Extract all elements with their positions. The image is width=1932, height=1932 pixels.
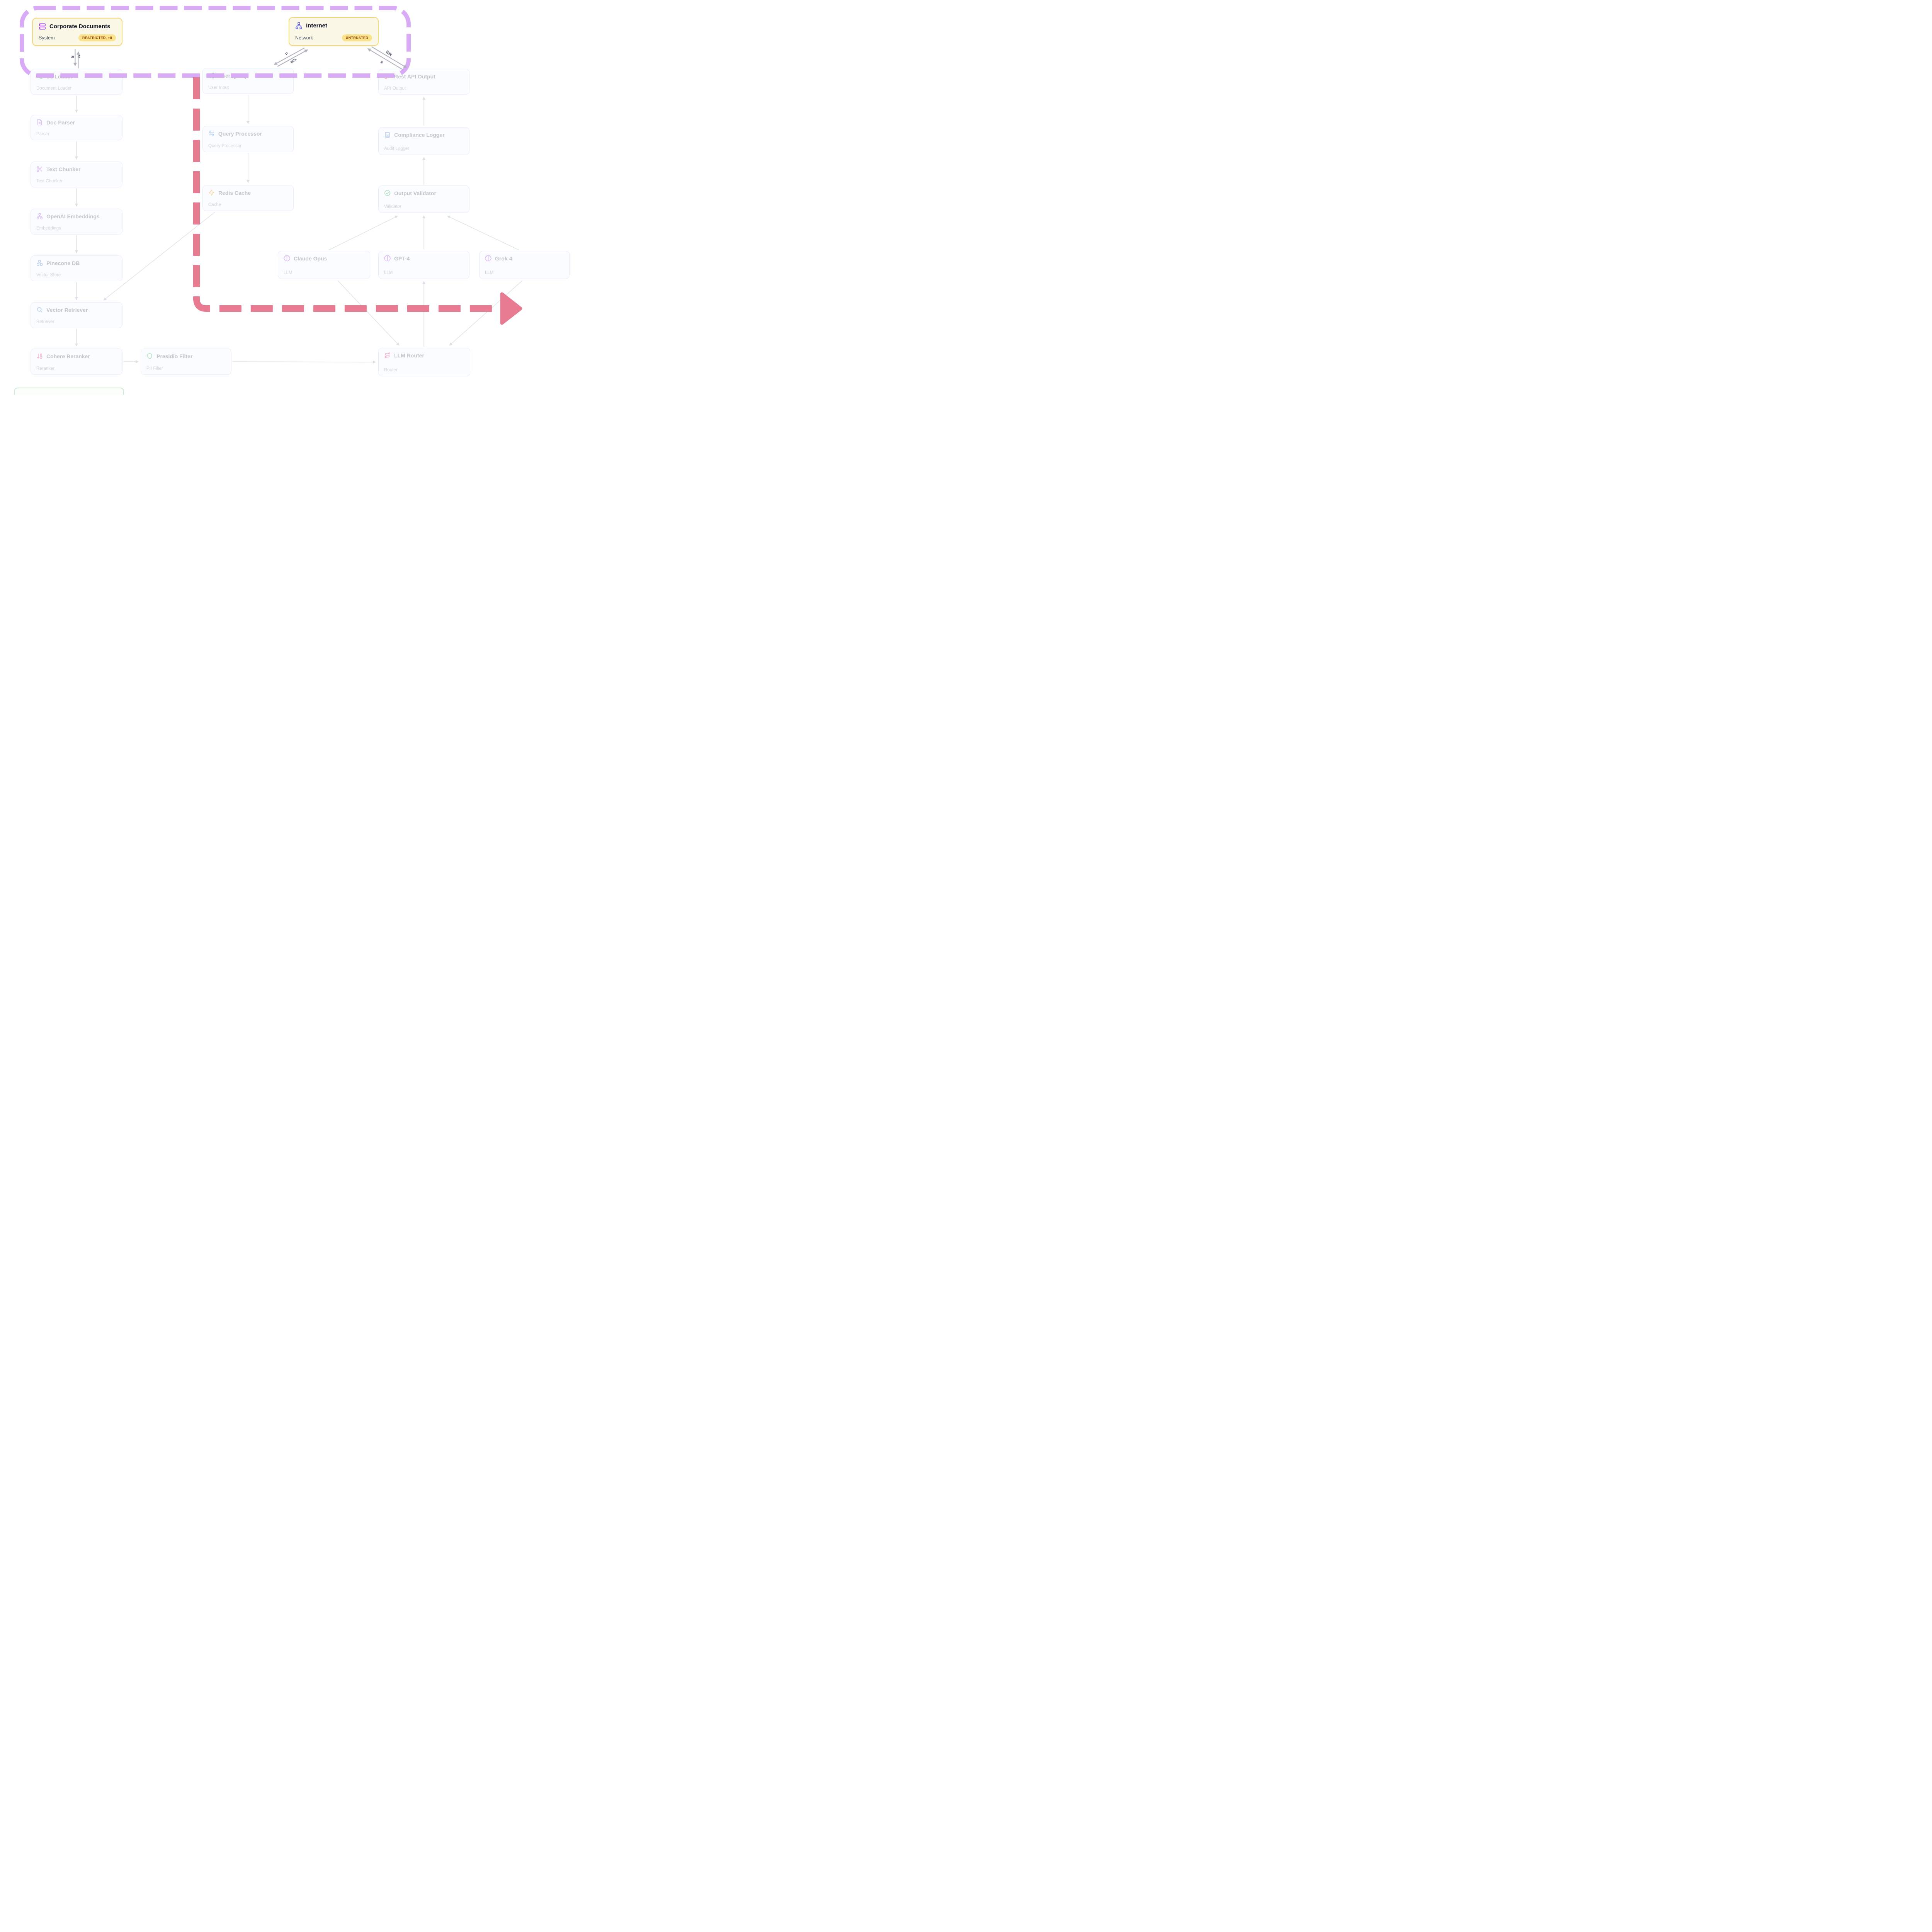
node-title: Text Chunker xyxy=(46,166,81,172)
node-text-chunker[interactable]: Text Chunker Text Chunker xyxy=(31,162,122,187)
node-subtitle: LLM xyxy=(485,270,494,275)
node-title: Query Processor xyxy=(218,130,262,137)
node-query-processor[interactable]: Query Processor Query Processor xyxy=(202,126,294,152)
node-pinecone-db[interactable]: Pinecone DB Vector Store xyxy=(31,255,122,281)
node-subtitle: Embeddings xyxy=(36,226,61,231)
node-title: Compliance Logger xyxy=(394,131,445,138)
node-user-query[interactable]: User Query User Input xyxy=(202,68,294,94)
log-in-icon xyxy=(36,73,43,80)
network-tree-icon xyxy=(36,213,43,219)
network-icon xyxy=(295,22,303,29)
node-gpt4[interactable]: GPT-4 LLM xyxy=(378,251,469,279)
node-rest-api-output[interactable]: Rest API Output API Output xyxy=(378,69,469,95)
node-internet[interactable]: Internet Network UNTRUSTED xyxy=(289,17,379,46)
node-subtitle: Router xyxy=(384,368,398,372)
check-circle-icon xyxy=(384,190,391,196)
file-text-icon xyxy=(36,119,43,126)
node-subtitle: Cache xyxy=(208,202,221,207)
node-vector-retriever[interactable]: Vector Retriever Retriever xyxy=(31,302,122,328)
node-title: Corporate Documents xyxy=(49,23,111,30)
edges-overlay xyxy=(20,6,523,364)
edge-label-read: R xyxy=(70,55,75,58)
node-subtitle: Validator xyxy=(384,204,401,209)
node-title: Vector Retriever xyxy=(46,306,88,313)
route-icon xyxy=(384,352,391,359)
shield-icon xyxy=(146,353,153,359)
node-redis-cache[interactable]: Redis Cache Cache xyxy=(202,185,294,211)
edge-label-read: R xyxy=(284,51,289,56)
node-subtitle: Document Loader xyxy=(36,86,72,91)
diagram-canvas: { "diagram": { "highlight_color": "#e87a… xyxy=(0,0,599,395)
node-subtitle: LLM xyxy=(384,270,393,275)
node-subtitle: LLM xyxy=(284,270,293,275)
partial-node-cutoff xyxy=(14,388,124,395)
scissors-icon xyxy=(36,166,43,172)
edge-label-write-execute: W/X xyxy=(385,49,393,57)
node-compliance-logger[interactable]: Compliance Logger Audit Logger xyxy=(378,127,469,155)
node-title: OpenAI Embeddings xyxy=(46,213,100,219)
sort-az-icon xyxy=(36,353,43,359)
brain-icon xyxy=(284,255,290,262)
node-subtitle: Parser xyxy=(36,132,49,136)
node-subtitle: Network xyxy=(295,35,313,41)
edge-label-read: R xyxy=(379,60,384,65)
log-in-icon xyxy=(208,72,215,79)
edge-label-write: W xyxy=(77,54,81,58)
trust-zone-edges xyxy=(73,46,407,70)
node-claude-opus[interactable]: Claude Opus LLM xyxy=(278,251,370,279)
brain-icon xyxy=(384,255,391,262)
node-title: Internet xyxy=(306,22,328,29)
node-title: Doc Parser xyxy=(46,119,75,126)
node-title: LLM Router xyxy=(394,352,424,359)
node-openai-embeddings[interactable]: OpenAI Embeddings Embeddings xyxy=(31,209,122,235)
node-s3-loader[interactable]: S3 Loader Document Loader xyxy=(31,69,122,95)
node-subtitle: API Output xyxy=(384,86,406,91)
node-doc-parser[interactable]: Doc Parser Parser xyxy=(31,115,122,140)
classification-badge: UNTRUSTED xyxy=(342,34,372,41)
swap-icon xyxy=(208,130,215,137)
node-subtitle: Query Processor xyxy=(208,144,242,148)
node-subtitle: Vector Store xyxy=(36,273,61,277)
node-subtitle: Retriever xyxy=(36,320,54,324)
node-title: Cohere Reranker xyxy=(46,353,90,359)
zap-icon xyxy=(208,189,215,196)
node-cohere-reranker[interactable]: Cohere Reranker Reranker xyxy=(31,349,122,375)
node-grok4[interactable]: Grok 4 LLM xyxy=(479,251,570,279)
node-title: Rest API Output xyxy=(394,73,435,80)
edge-label-write-execute: W/X xyxy=(289,57,298,65)
node-title: GPT-4 xyxy=(394,255,410,262)
node-subtitle: PII Filter xyxy=(146,366,163,371)
search-icon xyxy=(36,306,43,313)
node-subtitle: Reranker xyxy=(36,366,55,371)
server-icon xyxy=(39,23,46,30)
clipboard-list-icon xyxy=(384,131,391,138)
node-subtitle: System xyxy=(39,35,55,41)
node-subtitle: Text Chunker xyxy=(36,179,63,184)
node-title: Redis Cache xyxy=(218,189,251,196)
node-title: S3 Loader xyxy=(46,73,73,80)
node-presidio-filter[interactable]: Presidio Filter PII Filter xyxy=(141,349,231,375)
boxes-icon xyxy=(36,260,43,266)
node-subtitle: User Input xyxy=(208,85,229,90)
node-subtitle: Audit Logger xyxy=(384,146,410,151)
attack-path-arrowhead xyxy=(500,292,522,325)
node-title: Pinecone DB xyxy=(46,260,80,266)
brain-icon xyxy=(485,255,492,262)
node-llm-router[interactable]: LLM Router Router xyxy=(378,348,470,376)
node-title: Grok 4 xyxy=(495,255,512,262)
node-output-validator[interactable]: Output Validator Validator xyxy=(378,185,469,213)
classification-badge: RESTRICTED, +8 xyxy=(78,34,116,41)
node-title: Output Validator xyxy=(394,190,436,196)
node-corporate-documents[interactable]: Corporate Documents System RESTRICTED, +… xyxy=(32,18,122,46)
node-title: User Query xyxy=(218,72,248,79)
node-title: Claude Opus xyxy=(294,255,327,262)
node-title: Presidio Filter xyxy=(156,353,193,359)
log-out-icon xyxy=(384,73,391,80)
